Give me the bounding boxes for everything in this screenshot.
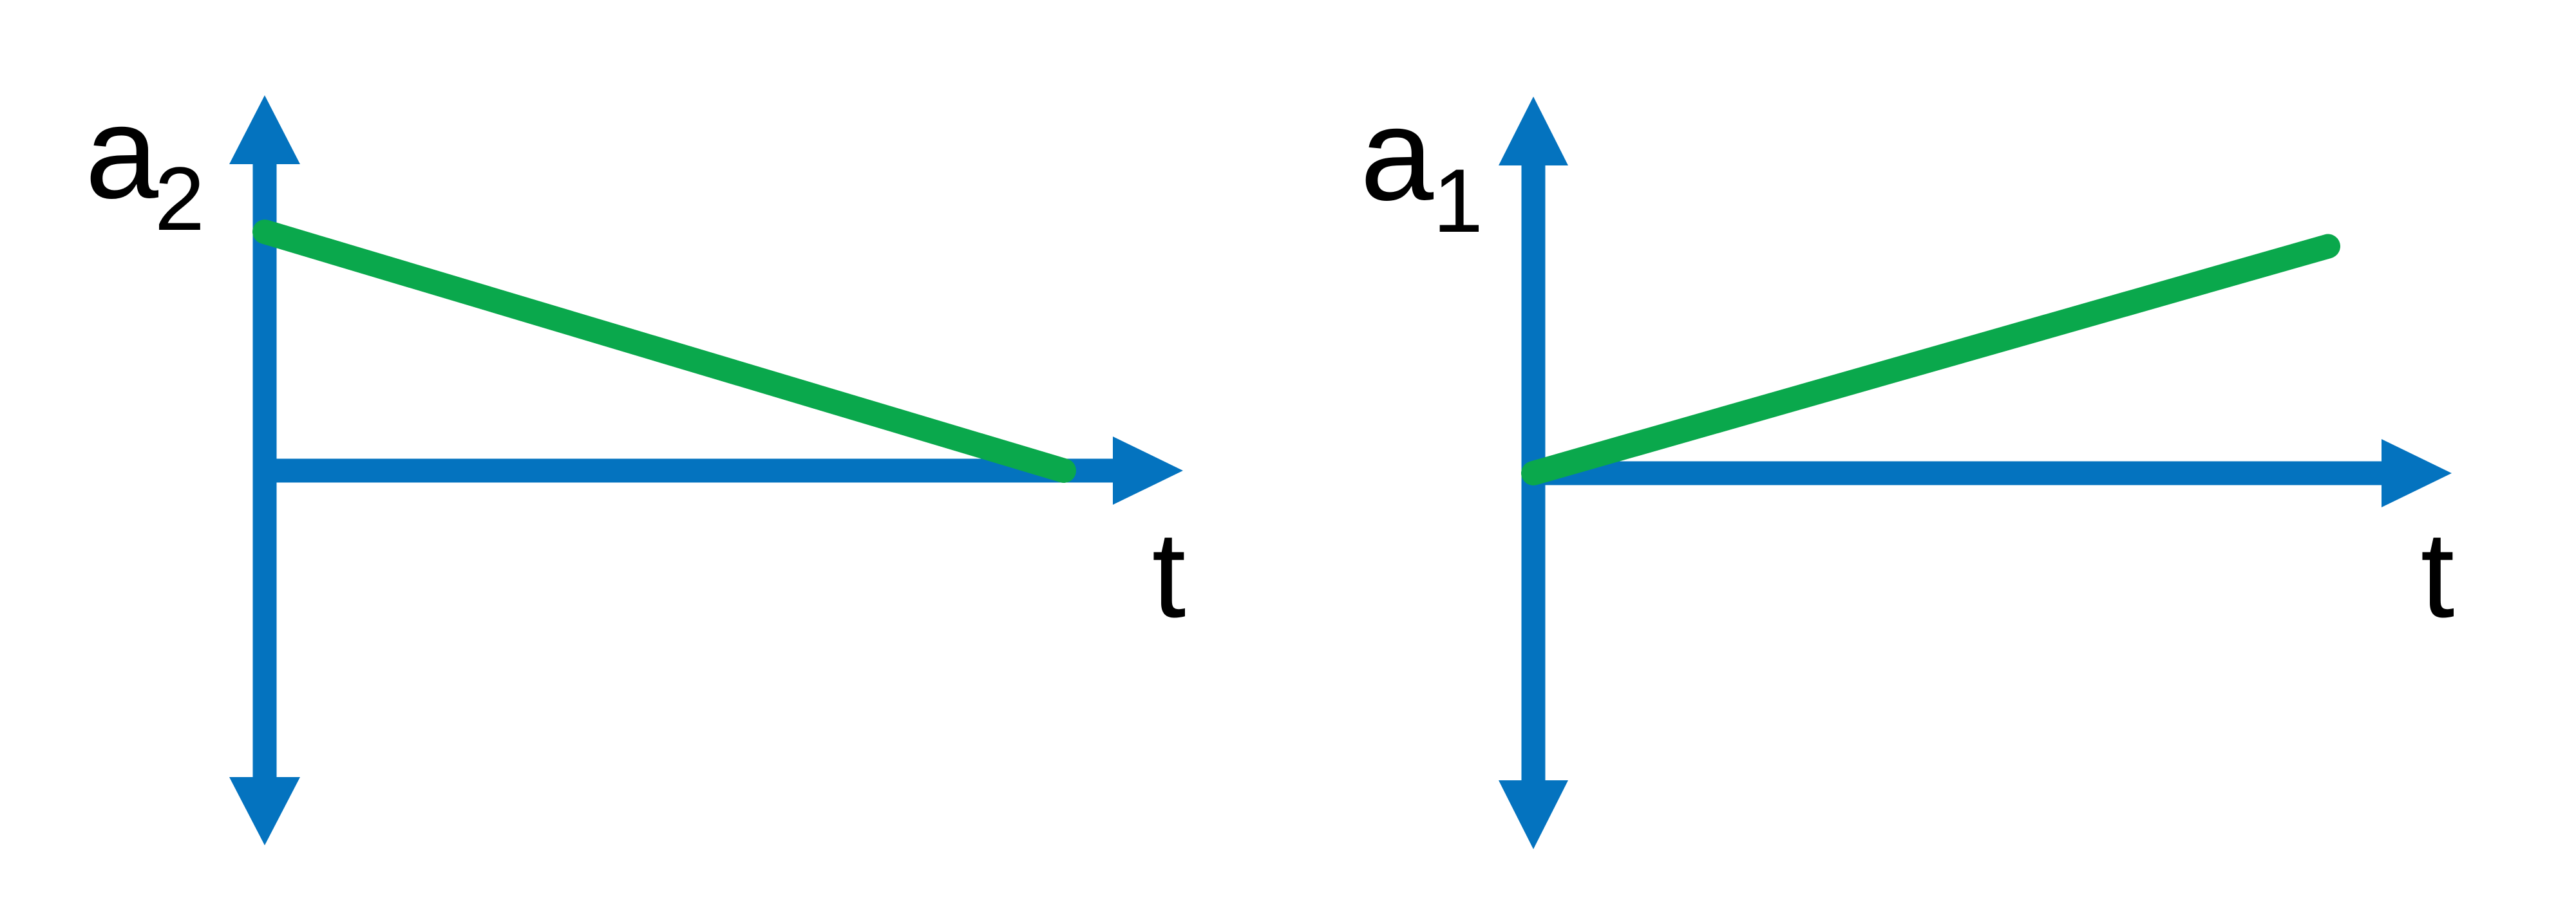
y-axis-label-base: a [85,79,159,226]
y-axis-label: a 1 [1360,80,1483,251]
x-axis-right-arrowhead-icon [2382,439,2452,507]
y-axis-label-subscript: 2 [155,148,205,249]
y-axis-down-arrowhead-icon [229,777,300,845]
y-axis-up-arrowhead-icon [1499,97,1568,165]
chart-a2: a 2 t [85,79,1186,845]
a2-data-line [252,220,1076,483]
y-axis-label-base: a [1360,80,1434,228]
x-axis-right-arrowhead-icon [1113,437,1183,505]
y-axis-label: a 2 [85,79,205,249]
x-axis-label: t [1152,507,1186,643]
y-axis-label-subscript: 1 [1433,150,1483,251]
chart-a1: a 1 t [1360,80,2454,849]
x-axis-label: t [2421,507,2455,643]
y-axis-down-arrowhead-icon [1499,780,1568,849]
a1-data-line [1521,234,2340,485]
y-axis-up-arrowhead-icon [229,95,300,164]
